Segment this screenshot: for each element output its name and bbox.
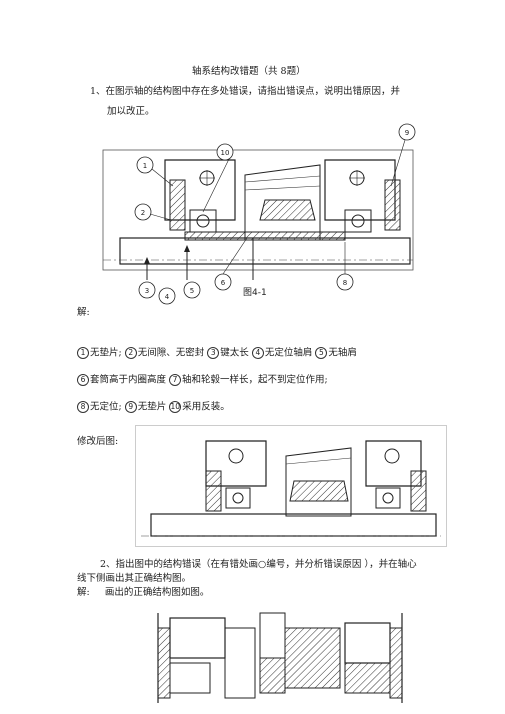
q2-answer-text: 画出的正确结构图如图。 xyxy=(104,587,210,598)
q2-answer: 解: 画出的正确结构图如图。 xyxy=(77,587,209,599)
answer-num-5: 5 xyxy=(315,347,328,359)
answer-text-7: 轴和轮毂一样长，起不到定位作用; xyxy=(182,374,328,386)
answer-num-8: 8 xyxy=(77,401,89,413)
callout-8: 8 xyxy=(343,279,347,287)
answer-label: 解: xyxy=(77,307,90,318)
callout-10: 10 xyxy=(221,149,230,157)
answer-num-4: 4 xyxy=(251,347,264,359)
callout-4: 4 xyxy=(165,293,170,301)
page-title: 轴系结构改错题（共 8题） xyxy=(192,66,306,77)
callout-5: 5 xyxy=(190,287,194,295)
answer-text-5: 无轴肩 xyxy=(328,347,357,359)
answer-num-1: 1 xyxy=(77,347,89,359)
answer-text-9: 无垫片 xyxy=(137,401,167,413)
q2-text-line1: 2、指出图中的结构错误（在有错处画○编号，并分析错误原因 ），并在轴心 xyxy=(100,559,417,570)
q1-text-line1: 1、在图示轴的结构图中存在多处错误，请指出错误点，说明出错原因，并 xyxy=(90,86,401,97)
answer-text-2: 无间隙、无密封 xyxy=(137,347,205,359)
callout-6: 6 xyxy=(221,279,226,287)
answer-text-3: 键太长 xyxy=(220,347,249,359)
callout-9: 9 xyxy=(405,129,409,137)
answer-num-3: 3 xyxy=(207,347,220,359)
q1-text-line2: 加以改正。 xyxy=(107,106,155,117)
shaft-structure-figure-original: 1 2 3 4 5 6 8 9 10 图4-1 xyxy=(95,120,425,305)
answer-text-8: 无定位; xyxy=(90,401,122,413)
shaft-structure-figure-corrected xyxy=(135,425,447,547)
answer-num-7: 7 xyxy=(169,374,182,386)
callout-1: 1 xyxy=(143,162,147,170)
answer-text-1: 无垫片; xyxy=(90,347,122,359)
answer-num-2: 2 xyxy=(124,347,137,359)
answer-num-10: 10 xyxy=(169,401,182,413)
answer-num-6: 6 xyxy=(77,374,89,386)
answer-text-10: 采用反装。 xyxy=(182,401,230,413)
callout-2: 2 xyxy=(141,209,145,217)
callout-3: 3 xyxy=(145,287,149,295)
figure-label: 图4-1 xyxy=(243,287,267,298)
q2-text-line2: 线下侧画出其正确结构图。 xyxy=(77,573,192,584)
q2-answer-label: 解: xyxy=(77,587,90,598)
answer-text-6: 套筒高于内圈高度 xyxy=(90,374,167,386)
corrected-label: 修改后图: xyxy=(77,436,119,447)
shaft-structure-figure-q2 xyxy=(140,608,415,708)
answer-num-9: 9 xyxy=(124,401,137,413)
answer-text-4: 无定位轴肩 xyxy=(264,347,313,359)
